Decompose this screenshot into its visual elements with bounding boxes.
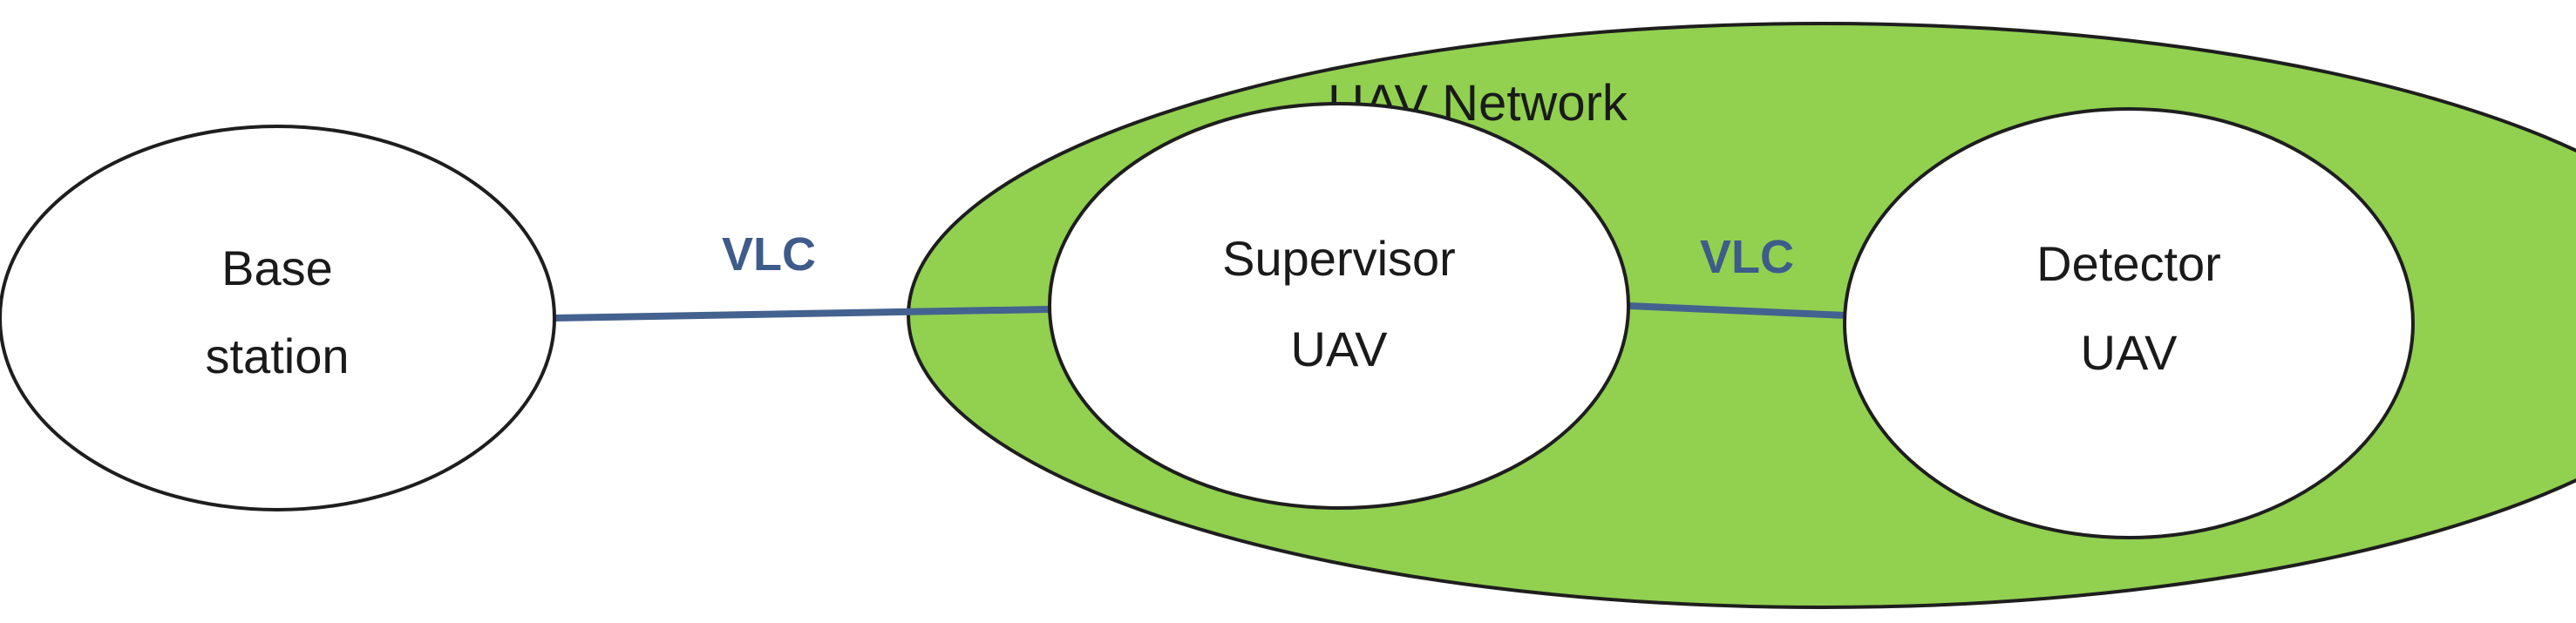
vlc-link-label-2: VLC <box>1700 231 1794 283</box>
base-station-label-line2: station <box>206 328 350 383</box>
detector-uav-node <box>1843 107 2415 539</box>
base-station-label-line1: Base <box>221 240 333 295</box>
detector-uav-label-line1: Detector <box>2036 236 2221 291</box>
supervisor-uav-label-line1: Supervisor <box>1222 231 1456 286</box>
vlc-link-label-1: VLC <box>722 228 816 281</box>
vlc-link-supervisor-to-detector <box>1628 302 1847 319</box>
detector-uav-label-line2: UAV <box>2081 325 2178 380</box>
supervisor-uav-label-line2: UAV <box>1291 322 1389 376</box>
base-station-node <box>0 125 556 511</box>
vlc-link-base-to-supervisor <box>554 306 1050 322</box>
supervisor-uav-node <box>1048 102 1630 510</box>
